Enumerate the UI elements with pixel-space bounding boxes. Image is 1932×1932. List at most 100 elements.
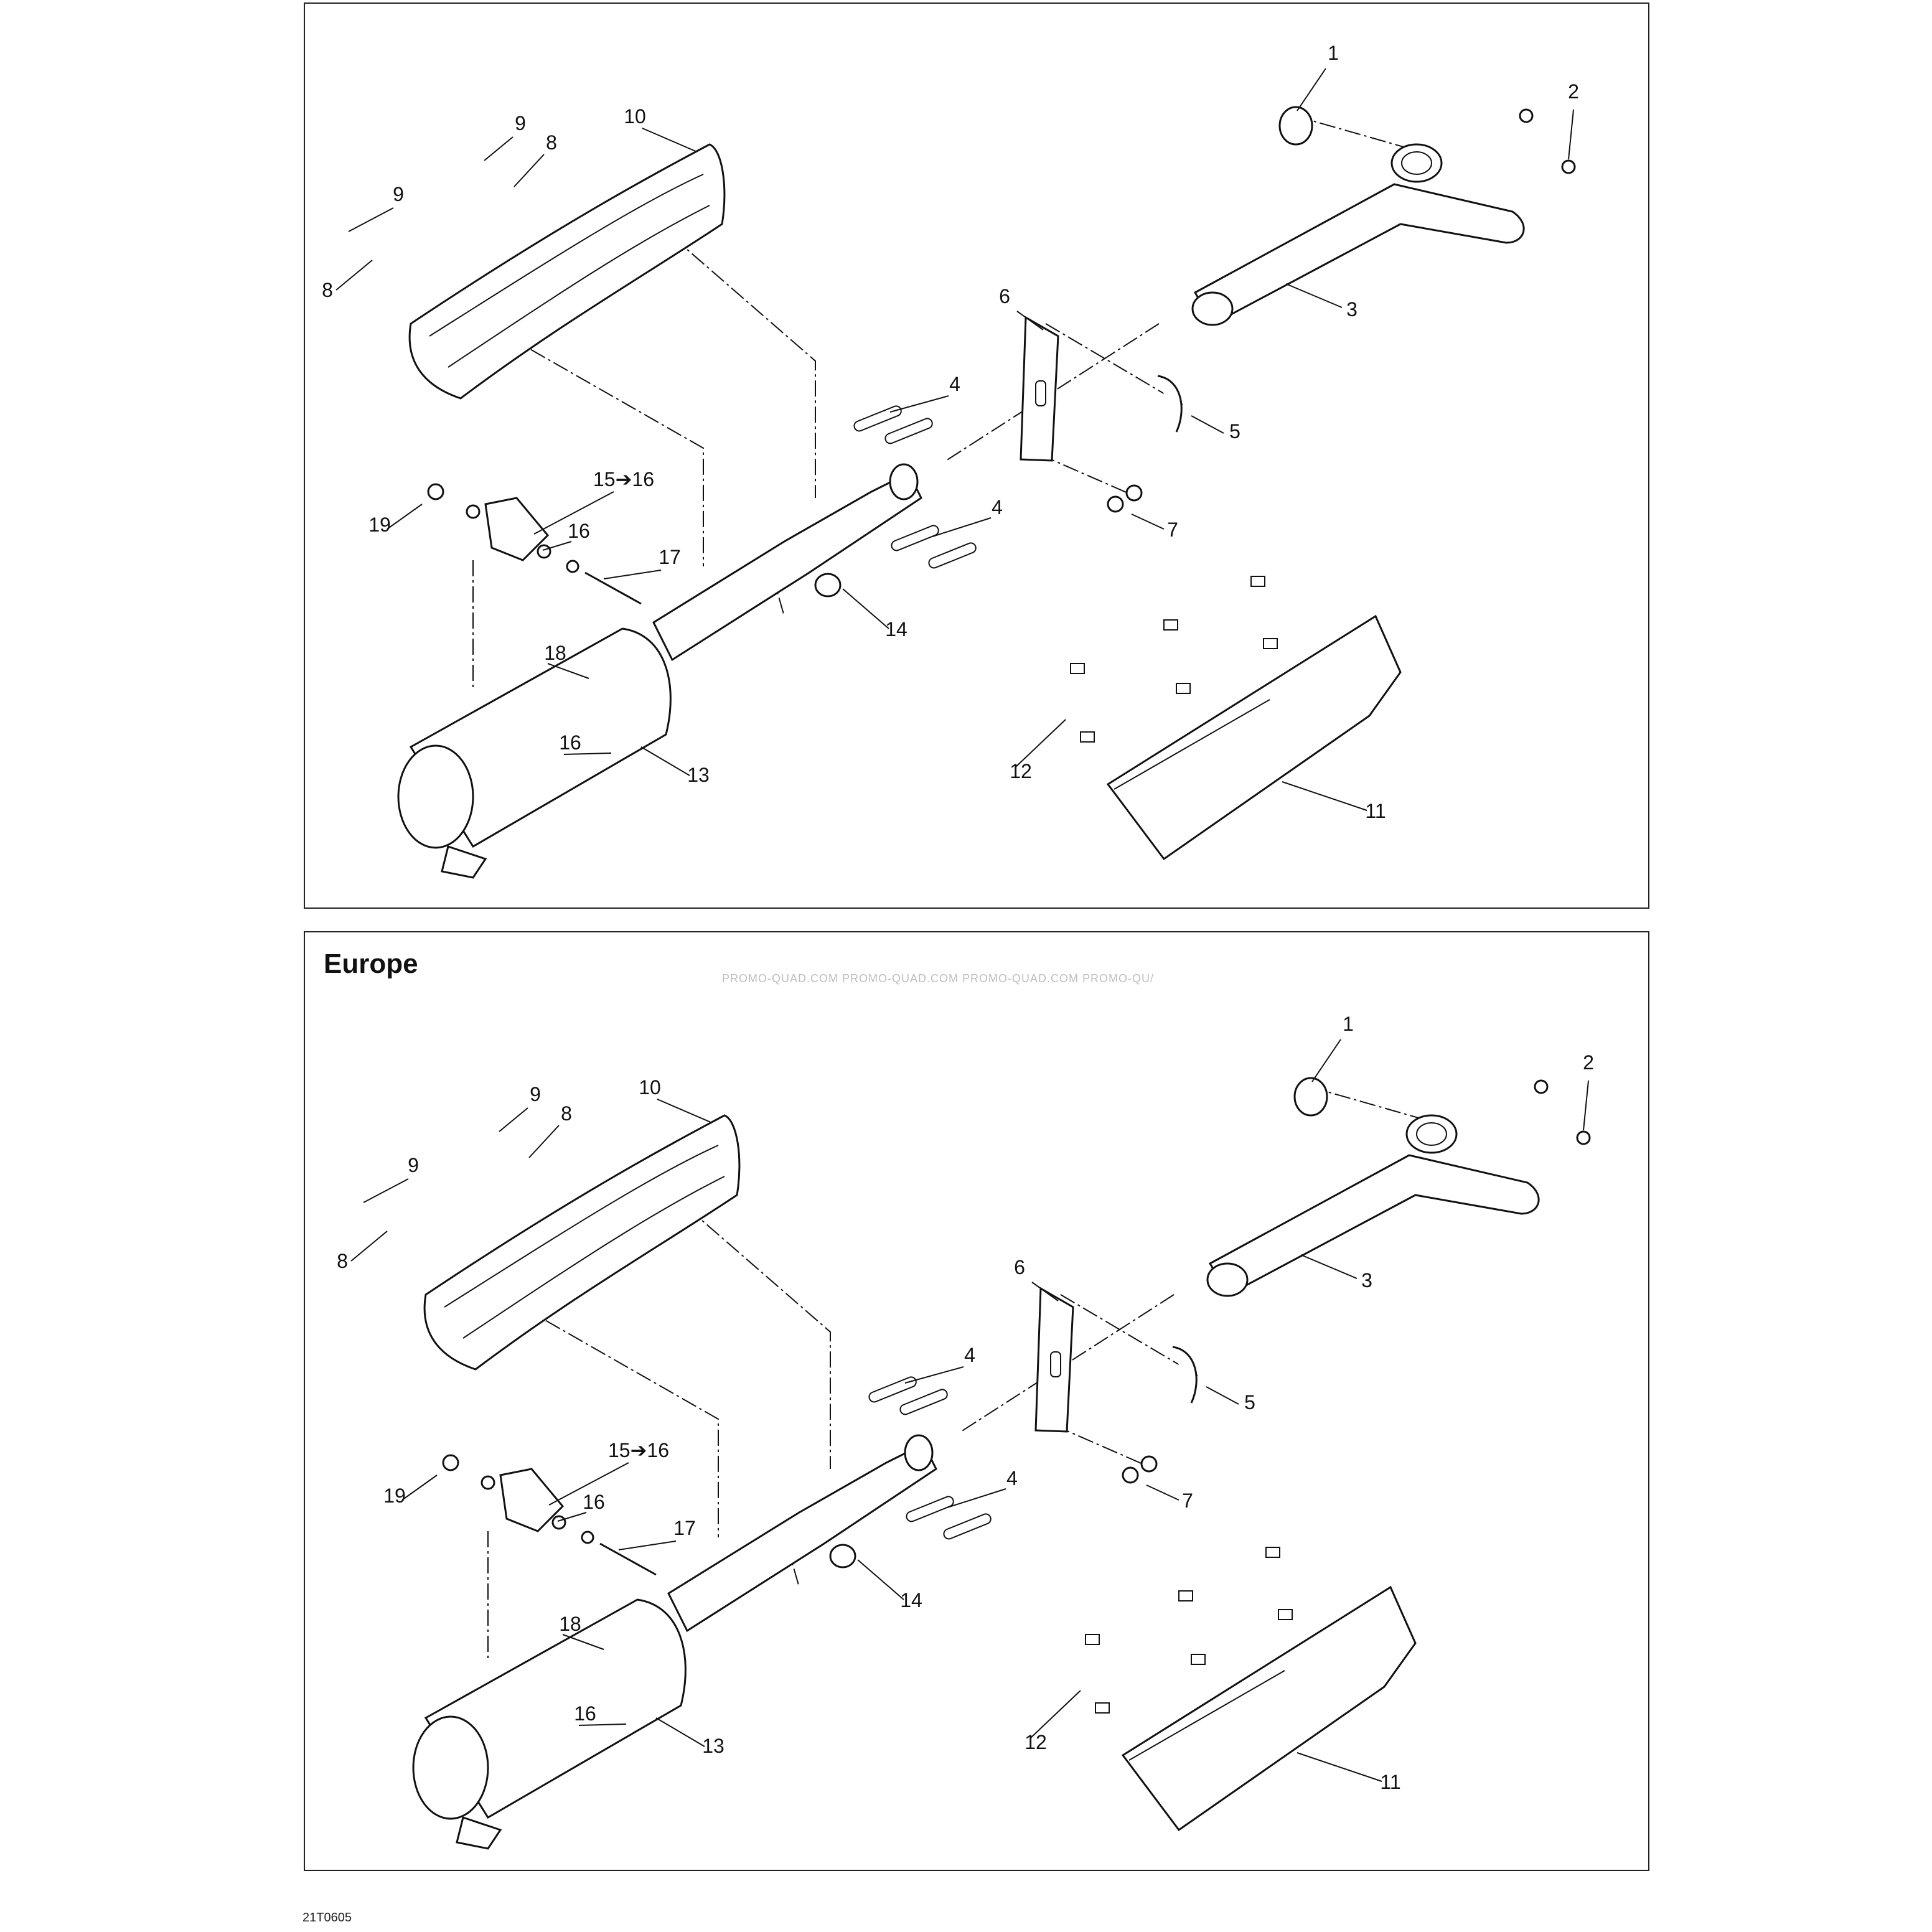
alignment-line [1060, 1294, 1198, 1376]
panel-title: Europe [324, 949, 418, 979]
callout-leader [578, 1723, 627, 1726]
bushing [481, 1475, 495, 1490]
spring [884, 418, 933, 444]
callout-leader [1583, 1080, 1589, 1131]
muffler-body [409, 627, 672, 848]
callout-number: 1 [1343, 1013, 1354, 1035]
muffler-outlet-flange [889, 463, 919, 500]
callout-leader [842, 588, 889, 629]
callout-leader [350, 1231, 388, 1262]
tailpipe [441, 845, 487, 879]
spring [891, 525, 939, 551]
lower-heat-shield [1106, 614, 1402, 861]
callout-number: 4 [964, 1344, 975, 1366]
callout-number: 16 [559, 731, 581, 754]
muffler-body [424, 1598, 687, 1819]
bolt [1140, 1455, 1158, 1473]
callout-number: 6 [1014, 1256, 1025, 1278]
callout-number: 19 [368, 513, 391, 536]
bolt-long [599, 1542, 657, 1576]
callout-number: 10 [624, 105, 646, 128]
lower-heat-shield [1121, 1585, 1417, 1832]
callout-number: 5 [1229, 420, 1240, 443]
muffler-support [484, 497, 550, 561]
grommet-hook [1157, 375, 1183, 433]
callout-number: 6 [999, 285, 1010, 307]
callout-leader [363, 1178, 409, 1203]
callout-number: 1 [1328, 42, 1339, 64]
callout-leader [947, 1488, 1006, 1508]
callout-number: 16 [568, 520, 590, 542]
clip [1265, 1547, 1280, 1558]
pipe-outlet [1206, 1262, 1249, 1297]
callout-leader [542, 541, 572, 551]
callout-leader [1285, 283, 1343, 308]
nut [1561, 159, 1576, 174]
clip [1250, 576, 1265, 587]
callout-leader [348, 207, 394, 232]
callout-leader [1206, 1386, 1239, 1405]
alignment-line [1045, 323, 1183, 405]
callout-leader [1297, 68, 1326, 111]
clip [1095, 1702, 1110, 1714]
muffler-end-cap [397, 744, 474, 849]
nut [1519, 108, 1534, 123]
callout-number: 14 [900, 1589, 922, 1611]
callout-leader [1131, 513, 1165, 530]
spring [943, 1513, 992, 1540]
callout-leader [1015, 719, 1066, 767]
spring [906, 1496, 954, 1522]
muffler-end-cap [412, 1715, 489, 1820]
callout-number: 13 [687, 764, 710, 786]
callout-number: 2 [1583, 1051, 1594, 1074]
heat-shield-rib [448, 205, 710, 368]
callout-number: 14 [885, 618, 907, 640]
alignment-line [1054, 1425, 1155, 1470]
clip [1263, 638, 1278, 649]
callout-leader [401, 1475, 438, 1501]
callout-leader [603, 570, 662, 579]
callout-leader [1300, 1254, 1358, 1279]
bushing [466, 504, 481, 519]
clip [1191, 1654, 1206, 1665]
spring [899, 1389, 948, 1415]
callout-leader [857, 1559, 904, 1600]
callout-leader [1311, 1039, 1341, 1082]
callout-leader [932, 517, 992, 537]
gasket [1278, 106, 1313, 146]
clip [1278, 1609, 1293, 1620]
callout-leader [1191, 415, 1224, 434]
head-pipe [1208, 1154, 1540, 1296]
bushing [551, 1515, 566, 1530]
callout-leader [548, 1462, 629, 1506]
pipe-outlet [1191, 291, 1234, 326]
callout-number: 8 [561, 1102, 572, 1125]
callout-number: 15➔16 [608, 1439, 669, 1461]
callout-number: 11 [1365, 800, 1386, 822]
muffler-outlet-flange [904, 1434, 934, 1471]
shield-edge [1128, 1670, 1285, 1761]
callout-leader [1282, 781, 1367, 811]
callout-leader [557, 1512, 587, 1522]
nut [1534, 1079, 1549, 1094]
callout-leader [1030, 1690, 1081, 1738]
bolt [1122, 1466, 1139, 1484]
callout-number: 15➔16 [593, 468, 654, 490]
muffler-inlet-pipe [652, 471, 922, 662]
callout-leader [562, 1634, 604, 1650]
callout-number: 4 [1006, 1467, 1018, 1489]
alignment-line [485, 323, 704, 566]
callout-leader [563, 753, 612, 755]
spring [853, 405, 902, 432]
heat-shield-rib [444, 1145, 719, 1308]
callout-leader [1297, 1752, 1382, 1782]
washer [581, 1531, 594, 1544]
callout-number: 17 [673, 1517, 696, 1539]
clip [1176, 683, 1191, 694]
heat-shield-rib [462, 1176, 725, 1339]
alignment-line [672, 236, 816, 498]
callout-number: 9 [408, 1154, 419, 1176]
callout-leader [640, 746, 690, 776]
